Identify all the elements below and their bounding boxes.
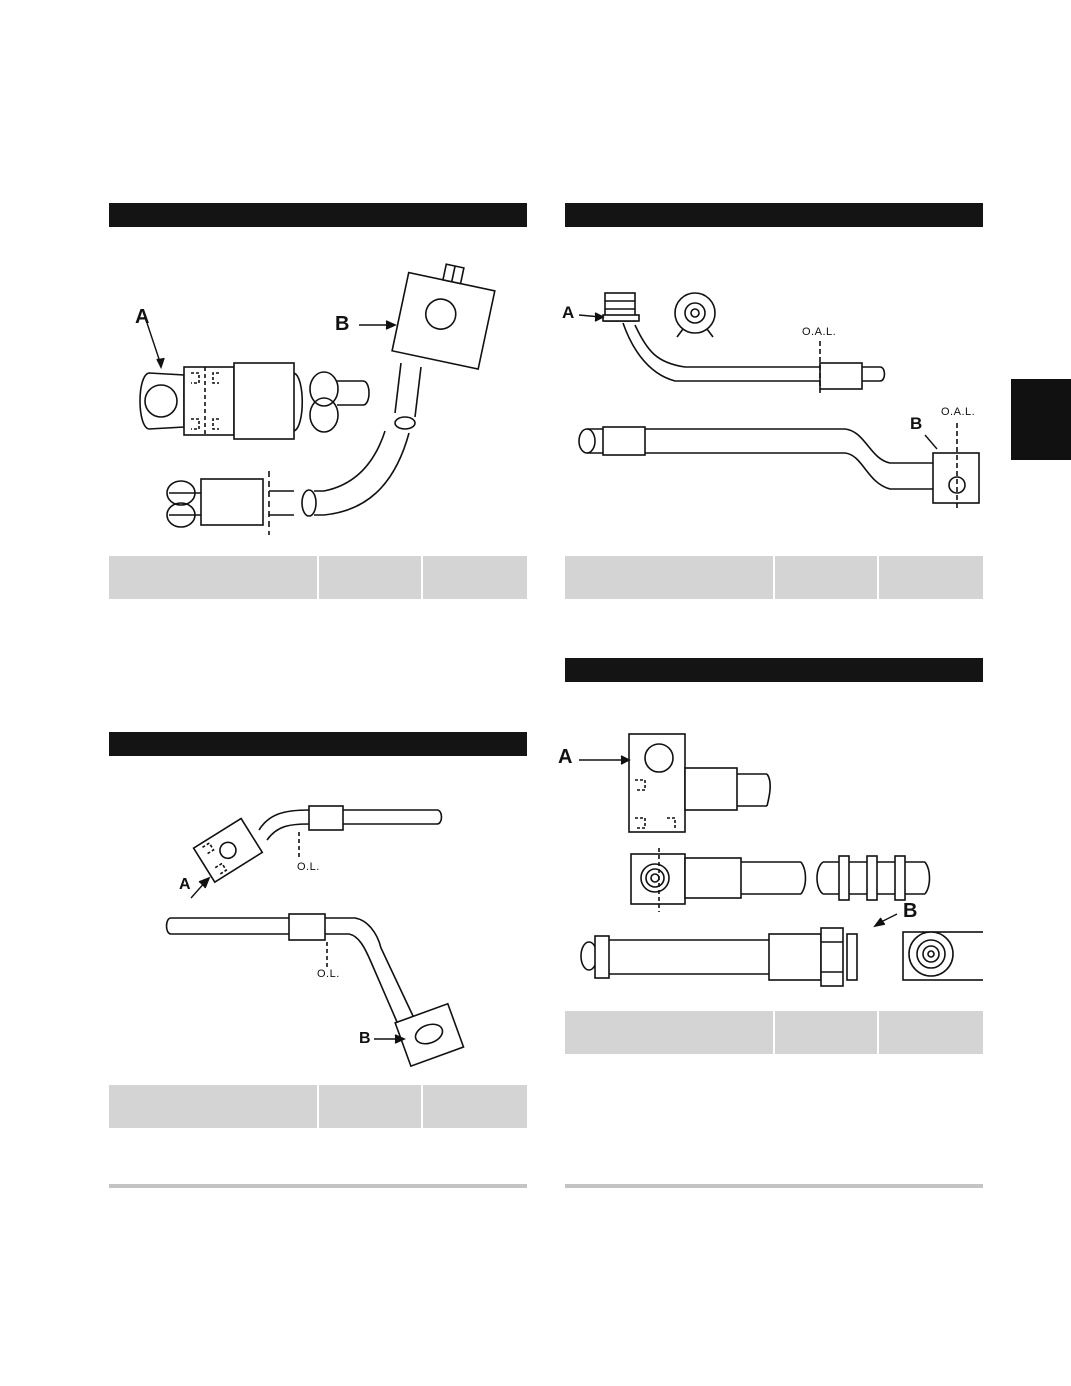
panel-header-bar	[109, 732, 527, 756]
spec-table-cell	[109, 556, 319, 599]
spec-table	[565, 556, 983, 599]
fitting-panel-4: A B	[558, 658, 983, 1188]
spec-table	[109, 556, 527, 599]
callout-oal-top: O.A.L.	[802, 326, 837, 338]
section-rule	[565, 1184, 983, 1188]
spec-table-cell	[319, 1085, 423, 1128]
spec-table-cell	[879, 556, 983, 599]
fitting-illustration-2: A O.A.L. B O.A.L.	[562, 263, 983, 523]
spec-table-cell	[775, 1011, 879, 1054]
fitting-illustration-3: A O.L. O.L. B	[109, 772, 527, 1072]
spec-table-cell	[879, 1011, 983, 1054]
spec-table-cell	[109, 1085, 319, 1128]
spec-table-cell	[565, 1011, 775, 1054]
spec-table-cell	[319, 556, 423, 599]
fitting-illustration-1: A B	[109, 253, 527, 543]
panel-header-bar	[565, 658, 983, 682]
callout-b: B	[910, 414, 923, 433]
fitting-panel-2: A O.A.L. B O.A.L.	[562, 203, 983, 599]
fitting-panel-1: A B	[109, 203, 527, 599]
spec-table-cell	[423, 1085, 527, 1128]
callout-a: A	[558, 746, 573, 768]
spec-table	[565, 1011, 983, 1054]
callout-a: A	[179, 876, 191, 893]
spec-table-cell	[423, 556, 527, 599]
spec-table	[109, 1085, 527, 1128]
callout-a: A	[562, 303, 575, 322]
panel-header-bar	[565, 203, 983, 227]
fitting-panel-3: A O.L. O.L. B	[109, 732, 527, 1188]
fitting-illustration-4: A B	[558, 728, 983, 988]
callout-b: B	[359, 1030, 371, 1047]
callout-a: A	[135, 306, 150, 328]
chapter-side-tab	[1011, 379, 1071, 460]
callout-ol-bottom: O.L.	[317, 968, 340, 980]
section-rule	[109, 1184, 527, 1188]
spec-table-cell	[775, 556, 879, 599]
callout-ol-top: O.L.	[297, 861, 320, 873]
callout-b: B	[335, 313, 350, 335]
panel-header-bar	[109, 203, 527, 227]
callout-b: B	[903, 900, 918, 922]
callout-oal-bottom: O.A.L.	[941, 406, 976, 418]
spec-table-cell	[565, 556, 775, 599]
